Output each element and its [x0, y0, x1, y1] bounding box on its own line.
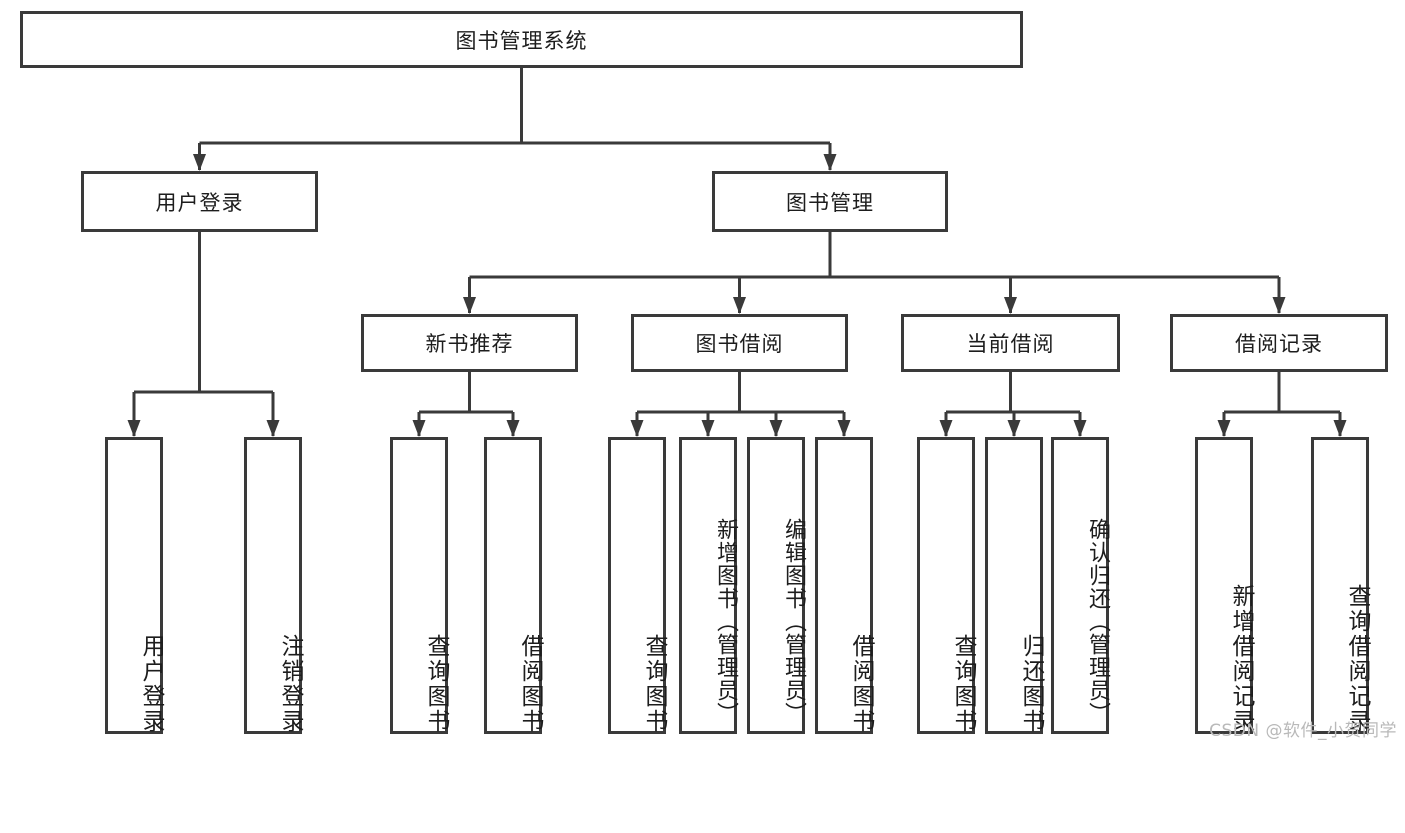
node-borrow-records[interactable]	[1170, 314, 1388, 372]
node-leaf-query-book-nb[interactable]	[390, 437, 448, 734]
node-current-borrow[interactable]	[901, 314, 1120, 372]
flowchart-canvas: 图书管理系统用户登录图书管理新书推荐图书借阅当前借阅借阅记录用户登录注销登录查询…	[20, 11, 1397, 741]
node-leaf-return-book[interactable]	[985, 437, 1043, 734]
node-leaf-add-book[interactable]	[679, 437, 737, 734]
node-leaf-confirm-return[interactable]	[1051, 437, 1109, 734]
edge-layer	[127, 68, 1347, 437]
flowchart-graphics	[20, 11, 1388, 734]
node-leaf-query-book-cb[interactable]	[917, 437, 975, 734]
node-leaf-edit-book[interactable]	[747, 437, 805, 734]
node-leaf-query-record[interactable]	[1311, 437, 1369, 734]
node-user-login[interactable]	[81, 171, 318, 232]
node-root[interactable]	[20, 11, 1023, 68]
node-leaf-borrow-book-nb[interactable]	[484, 437, 542, 734]
node-book-management[interactable]	[712, 171, 948, 232]
node-leaf-logout[interactable]	[244, 437, 302, 734]
node-leaf-add-record[interactable]	[1195, 437, 1253, 734]
node-book-borrow[interactable]	[631, 314, 848, 372]
node-leaf-query-book-bb[interactable]	[608, 437, 666, 734]
node-leaf-user-login[interactable]	[105, 437, 163, 734]
node-new-book-recommend[interactable]	[361, 314, 578, 372]
node-leaf-borrow-book-bb[interactable]	[815, 437, 873, 734]
node-layer	[20, 11, 1388, 734]
